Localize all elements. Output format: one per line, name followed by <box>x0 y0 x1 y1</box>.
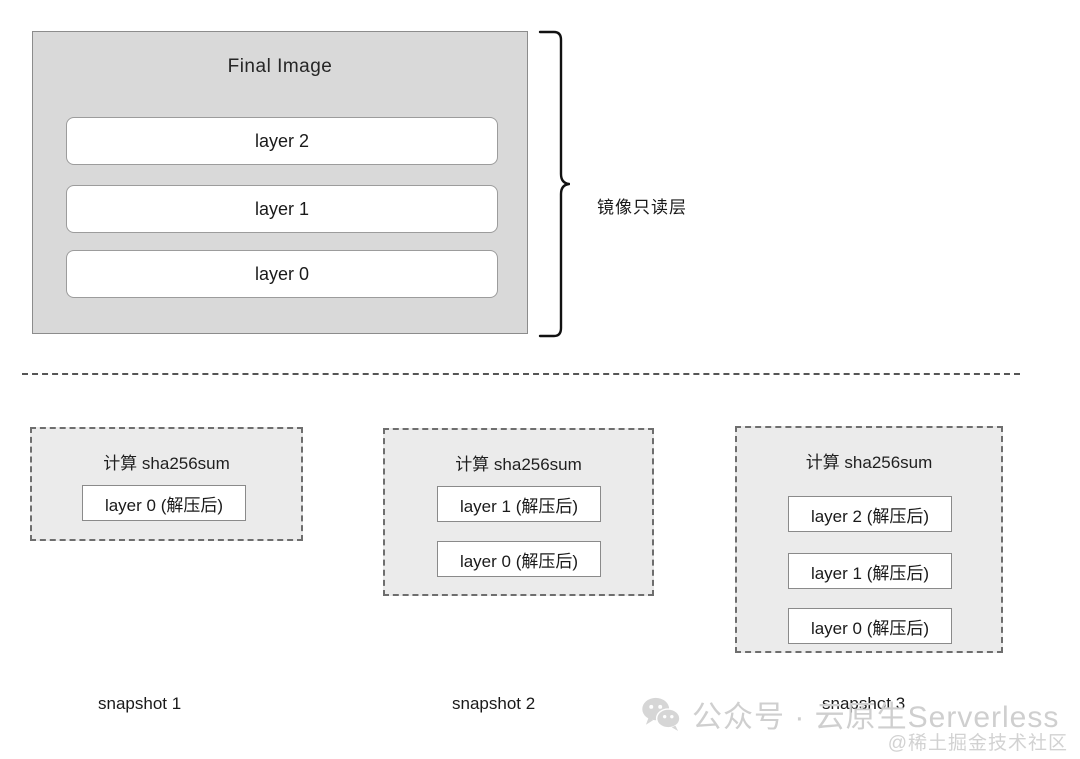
snapshot-1-caption: snapshot 1 <box>98 694 182 713</box>
readonly-layers-caption: 镜像只读层 <box>597 198 687 217</box>
curly-brace-icon <box>538 30 570 338</box>
watermark-subtext: @稀土掘金技术社区 <box>887 733 1068 754</box>
wechat-icon <box>642 697 681 731</box>
snapshot-2-caption: snapshot 2 <box>452 694 536 713</box>
final-image-layer-0: layer 0 <box>66 250 498 298</box>
snapshot-2-layer-1: layer 1 (解压后) <box>437 486 601 522</box>
snapshot-3-layer-1: layer 1 (解压后) <box>788 553 952 589</box>
snapshot-2-container: 计算 sha256sum layer 1 (解压后) layer 0 (解压后) <box>383 428 654 596</box>
snapshot-1-container: 计算 sha256sum layer 0 (解压后) <box>30 427 303 541</box>
final-image-title: Final Image <box>227 56 333 77</box>
final-image-layer-2: layer 2 <box>66 117 498 165</box>
snapshot-2-layer-0: layer 0 (解压后) <box>437 541 601 577</box>
snapshot-3-title: 计算 sha256sum <box>805 453 933 472</box>
snapshot-1-title: 计算 sha256sum <box>103 454 230 473</box>
snapshot-1-layer-0: layer 0 (解压后) <box>82 485 246 521</box>
final-image-layer-1: layer 1 <box>66 185 498 233</box>
snapshot-3-caption: snapshot 3 <box>822 694 906 713</box>
snapshot-3-layer-0: layer 0 (解压后) <box>788 608 952 644</box>
snapshot-2-title: 计算 sha256sum <box>455 455 582 474</box>
final-image-container: Final Image layer 2 layer 1 layer 0 <box>32 31 528 334</box>
snapshot-3-container: 计算 sha256sum layer 2 (解压后) layer 1 (解压后)… <box>735 426 1003 653</box>
section-divider <box>22 373 1020 375</box>
snapshot-3-layer-2: layer 2 (解压后) <box>788 496 952 532</box>
